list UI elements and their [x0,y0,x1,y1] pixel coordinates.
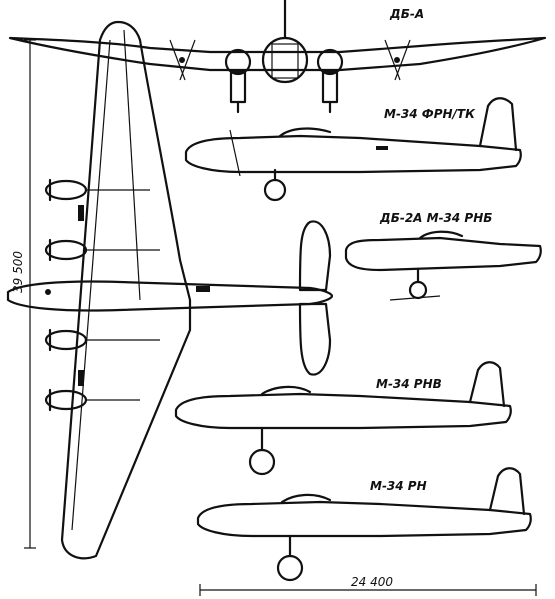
label-m34-frn-tk: М-34 ФРН/ТК [384,107,476,121]
label-m34-rnv: М-34 РНВ [376,377,442,391]
label-m34-rn: М-34 РН [370,479,427,493]
side-view-rn: 24 400 [196,467,537,596]
label-db2a-m34-rnb: ДБ-2А М-34 РНБ [379,211,492,225]
side-view-rnv [174,361,512,476]
plan-view: 39 500 [6,20,334,560]
wingspan-dimension: 39 500 [11,251,25,293]
front-view [8,0,547,114]
label-db-a: ДБ-А [389,7,424,21]
length-dimension: 24 400 [351,575,393,589]
side-view-db2a [344,230,542,301]
side-view-frn-tk [184,97,522,202]
